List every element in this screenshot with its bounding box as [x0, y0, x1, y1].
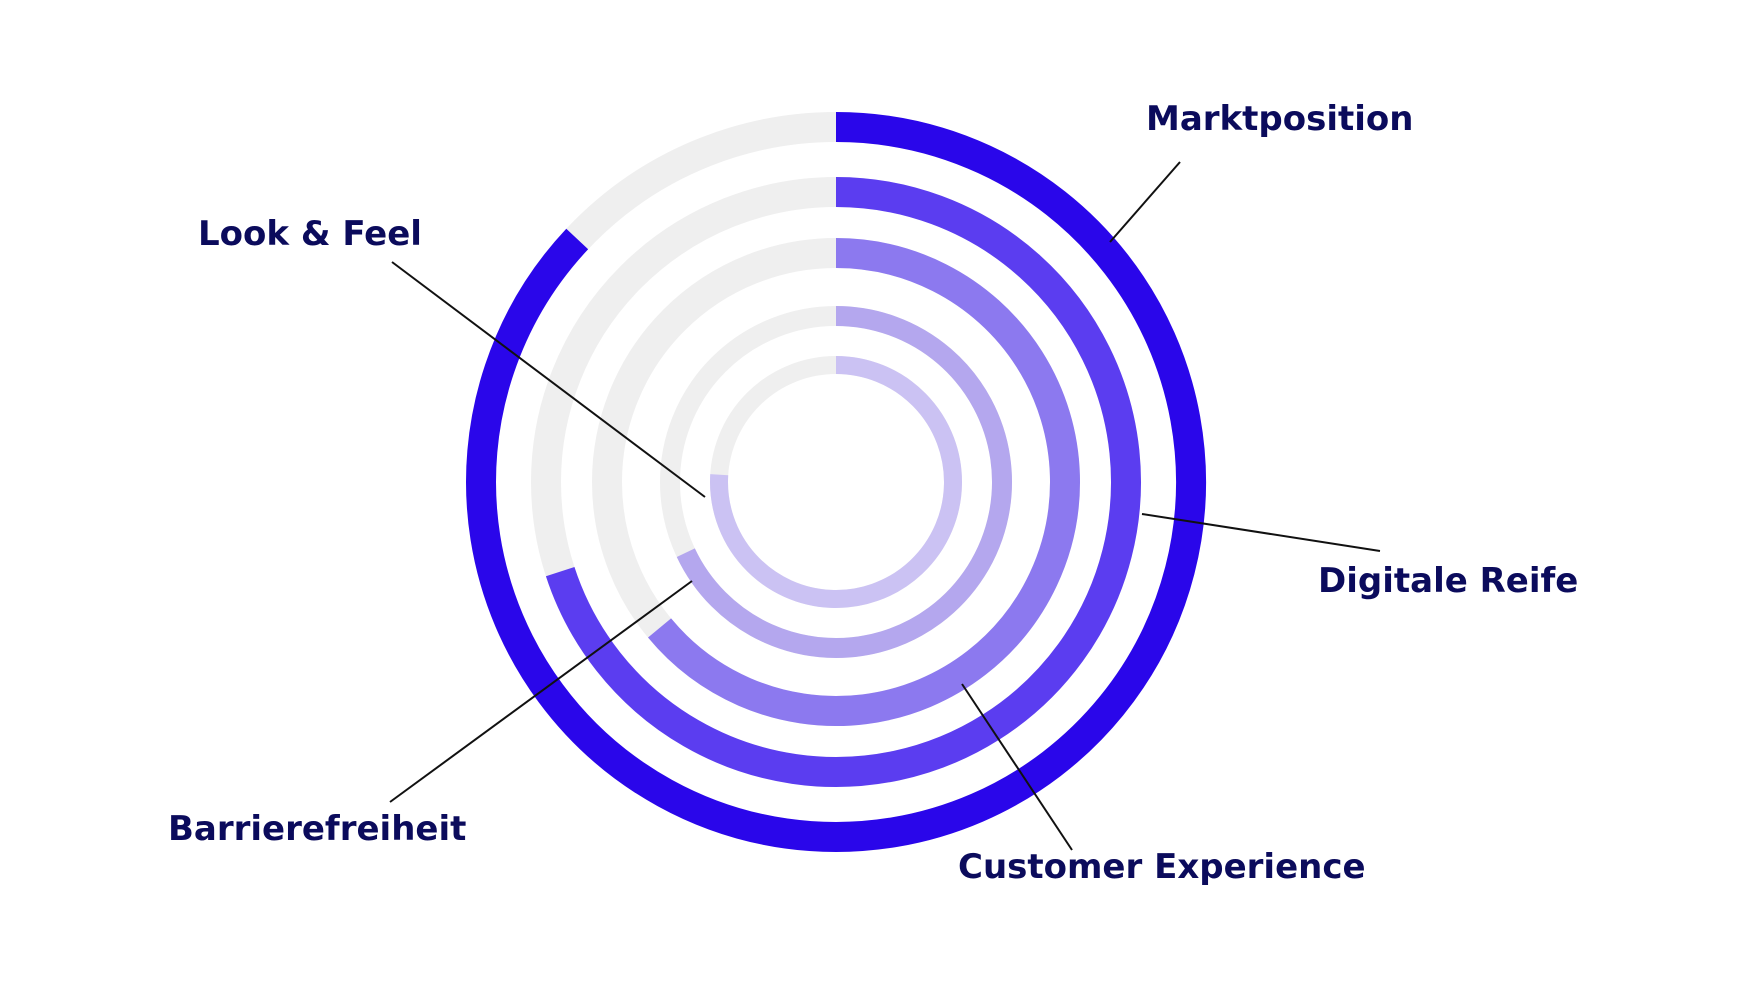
arc-marktposition — [466, 112, 1206, 852]
arc-look-and-feel — [710, 356, 962, 608]
leader-look-and-feel — [391, 261, 706, 498]
label-customer-experience: Customer Experience — [958, 847, 1366, 887]
leader-lines — [389, 161, 1381, 851]
label-barrierefreiheit: Barrierefreiheit — [168, 809, 466, 849]
leader-barrierefreiheit — [389, 580, 693, 803]
arc-barrierefreiheit — [676, 306, 1012, 658]
leader-customer-experience — [961, 683, 1073, 851]
label-marktposition: Marktposition — [1146, 99, 1413, 139]
arc-digitale-reife — [545, 177, 1141, 787]
label-look-and-feel: Look & Feel — [198, 214, 422, 254]
arc-customer-experience — [648, 238, 1080, 726]
label-digitale-reife: Digitale Reife — [1318, 561, 1578, 601]
leader-digitale-reife — [1141, 513, 1381, 552]
leader-marktposition — [1109, 161, 1181, 243]
ring-arcs — [466, 112, 1206, 852]
